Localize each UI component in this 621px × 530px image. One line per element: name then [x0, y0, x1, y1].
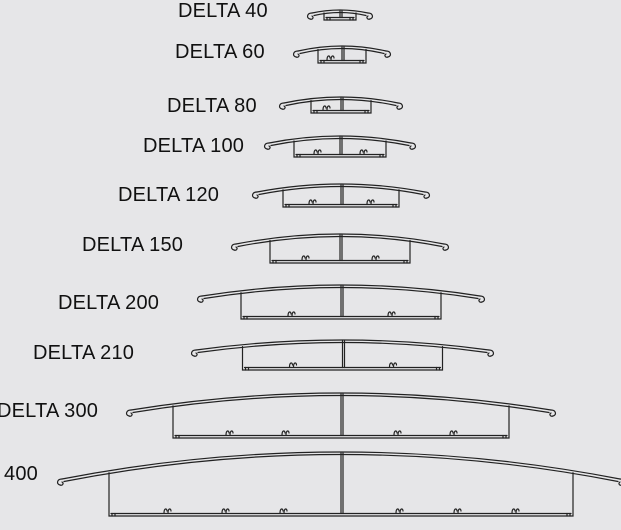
label-delta-60: DELTA 60 — [175, 41, 265, 63]
curl-right — [396, 102, 404, 110]
box-outline — [269, 239, 411, 264]
arch-outer — [297, 45, 387, 52]
clip-hook — [279, 508, 288, 514]
curl-left — [251, 191, 259, 199]
clip-hook — [388, 362, 398, 368]
clip-hook — [453, 508, 462, 514]
label-delta-300: DELTA 300 — [0, 400, 99, 422]
clip-hook — [287, 311, 296, 317]
clip-hook — [301, 255, 310, 261]
clip-hook — [288, 362, 298, 368]
label-delta-40: DELTA 40 — [178, 0, 268, 22]
label-delta-150: DELTA 150 — [82, 234, 184, 256]
profile-section-9 — [125, 392, 557, 439]
box-outline — [317, 48, 367, 64]
profile-section-7 — [196, 284, 486, 320]
curl-right — [487, 349, 495, 357]
clip-hook — [511, 508, 520, 514]
curl-right — [366, 12, 374, 20]
profile-section-3 — [278, 96, 404, 114]
label-delta-100: DELTA 100 — [143, 135, 245, 157]
curl-left — [292, 50, 300, 58]
arch-outer — [256, 183, 426, 193]
profile-section-10 — [56, 451, 621, 517]
arch-outer — [195, 339, 490, 351]
arch-outer — [283, 96, 399, 104]
arch-outer — [311, 9, 369, 14]
clip-hook — [395, 508, 404, 514]
clip-hook — [393, 430, 402, 436]
curl-left — [56, 478, 64, 486]
clip-hook — [366, 199, 375, 205]
clip-hook — [225, 430, 234, 436]
clip-hook — [371, 255, 380, 261]
profile-section-5 — [251, 183, 431, 208]
box-outline — [240, 292, 442, 320]
box-outline — [323, 12, 357, 21]
curl-left — [190, 349, 198, 357]
arch-outer — [235, 233, 445, 245]
clip-hook — [326, 55, 335, 61]
curl-right — [442, 243, 450, 251]
clip-hook — [322, 105, 331, 111]
curl-right — [423, 191, 431, 199]
profile-section-6 — [230, 233, 450, 264]
box-outline — [310, 100, 372, 114]
curl-right — [618, 478, 621, 486]
box-outline — [293, 140, 387, 158]
clip-hook — [449, 430, 458, 436]
profile-section-4 — [263, 135, 417, 158]
label-delta-400: 400 — [4, 463, 38, 485]
curl-left — [230, 243, 238, 251]
clip-hook — [313, 149, 322, 155]
label-delta-80: DELTA 80 — [167, 95, 257, 117]
clip-hook — [308, 199, 317, 205]
label-delta-200: DELTA 200 — [58, 292, 160, 314]
clip-hook — [359, 149, 368, 155]
label-delta-120: DELTA 120 — [118, 184, 220, 206]
clip-hook — [387, 311, 396, 317]
curl-left — [196, 295, 204, 303]
clip-hook — [163, 508, 172, 514]
curl-right — [478, 295, 486, 303]
profile-section-2 — [292, 45, 392, 64]
box-outline — [172, 405, 510, 439]
curl-right — [549, 409, 557, 417]
label-delta-210: DELTA 210 — [33, 342, 135, 364]
curl-left — [125, 409, 133, 417]
clip-hook — [221, 508, 230, 514]
clip-hook — [281, 430, 290, 436]
box-outline — [241, 346, 444, 371]
profile-section-1 — [306, 9, 374, 21]
arch-outer — [201, 284, 481, 297]
curl-right — [384, 50, 392, 58]
profile-section-8 — [190, 339, 495, 371]
arch-outer — [61, 451, 621, 480]
curl-left — [278, 102, 286, 110]
curl-right — [409, 142, 417, 150]
curl-left — [263, 142, 271, 150]
curl-left — [306, 12, 314, 20]
arch-outer — [268, 135, 412, 144]
arch-outer — [130, 392, 552, 411]
box-outline — [282, 189, 400, 208]
